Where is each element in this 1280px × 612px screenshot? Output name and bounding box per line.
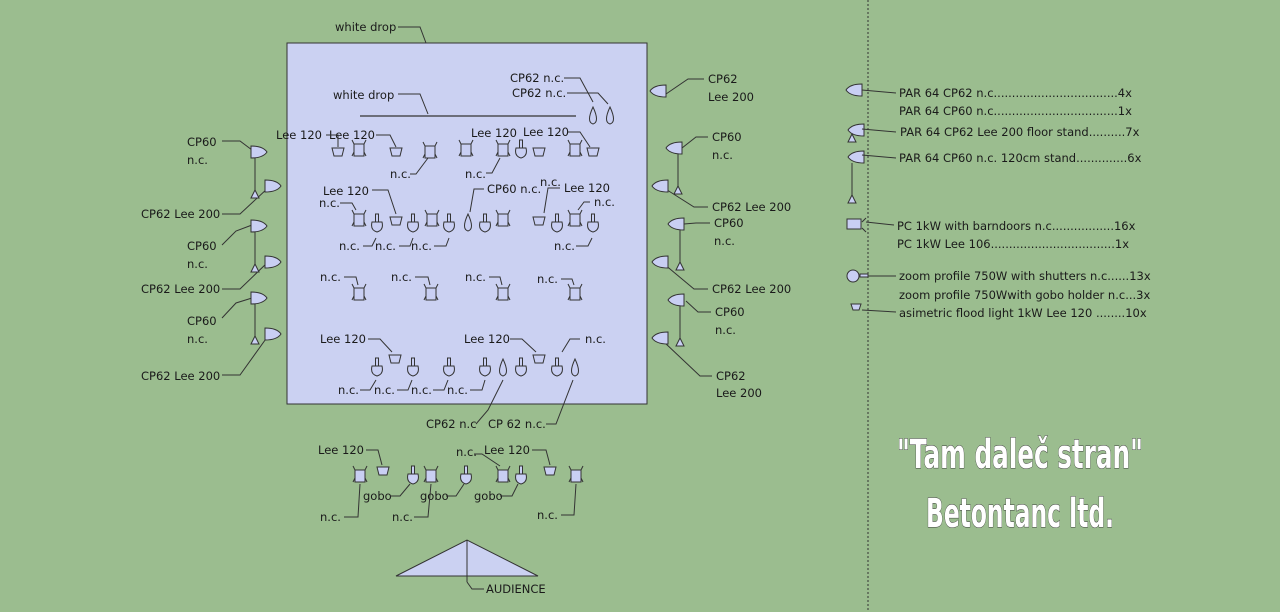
nc-label: n.c. [540,175,561,189]
gobo-label: gobo [420,489,449,503]
left-cp62lee-label: CP62 Lee 200 [141,282,220,296]
legend-120cm-stand: PAR 64 CP60 n.c. 120cm stand............… [899,151,1142,165]
cp62-nc-label: CP62 n.c [426,417,477,431]
stand-par-icon [847,150,865,164]
show-title: "Tam daleč stran" [897,432,1143,478]
legend-par64-cp62: PAR 64 CP62 n.c.........................… [899,86,1132,100]
pc-icon [846,218,862,230]
nc-label: n.c. [456,445,477,459]
nc-label: n.c. [320,510,341,524]
right-lee200-label: Lee 200 [716,386,762,400]
right-cp60-label: CP60 [714,216,744,230]
gobo-label: gobo [363,489,392,503]
nc-label: n.c. [554,239,575,253]
legend-flood: asimetric flood light 1kW Lee 120 ......… [899,306,1147,320]
legend-zoom-shutters: zoom profile 750W with shutters n.c.....… [899,269,1151,283]
white-drop-inner-label: white drop [333,88,394,102]
cp62-nc-a: CP62 n.c. [510,71,564,85]
left-nc-label: n.c. [187,332,208,346]
nc-label: n.c. [375,239,396,253]
lee120-label: Lee 120 [276,128,322,142]
left-cp60-label: CP60 [187,239,217,253]
nc-label: n.c. [391,270,412,284]
lee120-label: Lee 120 [329,128,375,142]
profile-icon [846,269,860,283]
company-name: Betontanc ltd. [926,491,1114,537]
right-nc-label: n.c. [712,148,733,162]
nc-label: n.c. [537,272,558,286]
par-icon [845,83,863,97]
cp60-nc-label: CP60 n.c. [487,182,541,196]
left-cp62lee-label: CP62 Lee 200 [141,369,220,383]
legend-pc-lee106: PC 1kW Lee 106..........................… [897,237,1129,251]
front-fixtures [352,465,584,485]
right-nc-label: n.c. [715,323,736,337]
right-side-fixtures [649,84,685,347]
lee120-label: Lee 120 [484,443,530,457]
right-cp60-label: CP60 [715,305,745,319]
right-cp60-label: CP60 [712,130,742,144]
lee120-label: Lee 120 [464,332,510,346]
lee120-label: Lee 120 [320,332,366,346]
floor-par-icon [847,123,865,137]
white-drop-back-label: white drop [335,20,396,34]
lee120-label: Lee 120 [323,184,369,198]
legend-floor-stand: PAR 64 CP62 Lee 200 floor stand.........… [900,125,1140,139]
nc-label: n.c. [338,383,359,397]
right-cp62-label: CP62 [708,72,738,86]
nc-label: n.c. [594,195,615,209]
nc-label: n.c. [320,270,341,284]
right-cp62-label: CP62 [716,369,746,383]
nc-label: n.c. [319,196,340,210]
legend-zoom-gobo: zoom profile 750Wwith gobo holder n.c...… [899,288,1150,302]
nc-label: n.c. [465,167,486,181]
nc-label: n.c. [537,508,558,522]
nc-label: n.c. [585,332,606,346]
legend-par64-cp60: PAR 64 CP60 n.c.........................… [899,104,1132,118]
nc-label: n.c. [447,383,468,397]
lee120-label: Lee 120 [523,125,569,139]
lee120-label: Lee 120 [564,181,610,195]
nc-label: n.c. [392,510,413,524]
left-cp62lee-label: CP62 Lee 200 [141,207,220,221]
nc-label: n.c. [339,239,360,253]
nc-label: n.c. [374,383,395,397]
lee120-label: Lee 120 [318,443,364,457]
cp62-nc-label: CP 62 n.c. [488,417,546,431]
white-drop-leader [398,26,427,44]
cp62-nc-b: CP62 n.c. [512,86,566,100]
flood-icon [850,303,862,311]
right-nc-label: n.c. [714,234,735,248]
lee120-label: Lee 120 [471,126,517,140]
nc-label: n.c. [411,383,432,397]
left-nc-label: n.c. [187,153,208,167]
right-lee200-label: Lee 200 [708,90,754,104]
left-side-fixtures [250,145,282,345]
left-cp60-label: CP60 [187,135,217,149]
nc-label: n.c. [390,167,411,181]
left-cp60-label: CP60 [187,314,217,328]
gobo-label: gobo [474,489,503,503]
nc-label: n.c. [465,270,486,284]
right-cp62lee-label: CP62 Lee 200 [712,282,791,296]
left-nc-label: n.c. [187,257,208,271]
legend [845,83,897,313]
audience-label: AUDIENCE [486,582,546,596]
nc-label: n.c. [411,239,432,253]
right-cp62lee-label: CP62 Lee 200 [712,200,791,214]
legend-pc-barndoors: PC 1kW with barndoors n.c...............… [897,219,1136,233]
